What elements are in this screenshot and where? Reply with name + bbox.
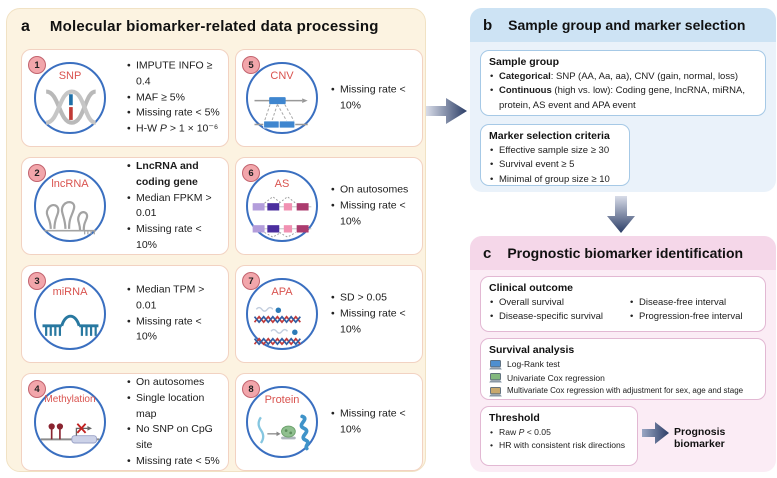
- panel-b-letter: b: [483, 17, 493, 34]
- step-number-badge: 8: [242, 380, 260, 398]
- protein-structure-icon: Protein: [246, 386, 318, 458]
- dna-double-helix-icon: SNP: [34, 62, 106, 134]
- panel-c-title: Prognostic biomarker identification: [507, 245, 744, 261]
- arrow-down-b-to-c: [606, 196, 636, 239]
- apa-transcript-icon: APA: [246, 278, 318, 350]
- criteria-list: Median TPM > 0.01 Missing rate < 10%: [126, 283, 225, 346]
- clinical-outcome-col1: Overall survival Disease-specific surviv…: [489, 296, 629, 325]
- criteria-list: On autosomes Single location map No SNP …: [126, 375, 225, 470]
- panel-c-header-band: c Prognostic biomarker identification: [470, 236, 776, 270]
- prognosis-biomarker-label: Prognosis biomarker: [674, 426, 726, 450]
- card-methylation: 4 Methylation On autosomes Single loca: [21, 373, 229, 471]
- arrow-right-to-result: [642, 420, 670, 451]
- marker-criteria-title: Marker selection criteria: [489, 130, 610, 142]
- mirna-hairpin-icon: miRNA: [34, 278, 106, 350]
- step-number-badge: 1: [28, 56, 46, 74]
- threshold-list: Raw P < 0.05 HR with consistent risk dir…: [489, 426, 631, 452]
- marker-selection-criteria-box: Marker selection criteria Effective samp…: [480, 124, 630, 187]
- survival-analysis-list: Log-Rank test Univariate Cox regression …: [489, 358, 759, 398]
- card-mirna: 3 miRNA Median TPM > 0.01 Missing rate <…: [21, 265, 229, 363]
- step-number-badge: 4: [28, 380, 46, 398]
- clinical-outcome-title: Clinical outcome: [489, 282, 574, 294]
- card-apa: 7 APA SD > 0.05 Missing rate < 10%: [235, 265, 423, 363]
- card-cnv: 5 CNV: [235, 49, 423, 147]
- methylation-lollipop-icon: Methylation: [34, 386, 106, 458]
- sample-group-box: Sample group Categorical: SNP (AA, Aa, a…: [480, 50, 766, 116]
- sample-group-list: Categorical: SNP (AA, Aa, aa), CNV (gain…: [489, 70, 759, 113]
- card-alternative-splicing: 6 AS: [235, 157, 423, 255]
- arrow-right-a-to-b: [426, 95, 468, 132]
- criteria-list: LncRNA and coding gene Median FPKM > 0.0…: [126, 159, 225, 254]
- step-number-badge: 5: [242, 56, 260, 74]
- criteria-list: Missing rate < 10%: [330, 406, 420, 438]
- step-number-badge: 3: [28, 272, 46, 290]
- survival-analysis-box: Survival analysis Log-Rank test Univaria…: [480, 338, 766, 400]
- criteria-list: SD > 0.05 Missing rate < 10%: [330, 290, 420, 337]
- panel-b-header-band: b Sample group and marker selection: [470, 8, 776, 42]
- panel-b-sample-marker-selection: b Sample group and marker selection Samp…: [470, 8, 776, 192]
- alternative-splicing-icon: AS: [246, 170, 318, 242]
- laptop-icon: [489, 386, 502, 397]
- clinical-outcome-col2: Disease-free interval Progression-free i…: [629, 296, 759, 325]
- panel-a-letter: a: [21, 18, 30, 35]
- threshold-box: Threshold Raw P < 0.05 HR with consisten…: [480, 406, 638, 466]
- threshold-title: Threshold: [489, 412, 540, 424]
- marker-criteria-list: Effective sample size ≥ 30 Survival even…: [489, 144, 623, 187]
- sample-group-title: Sample group: [489, 56, 560, 68]
- rna-hairpin-icon: lncRNA: [34, 170, 106, 242]
- criteria-list: Missing rate < 10%: [330, 82, 420, 114]
- card-snp: 1 SNP IMPUTE INFO ≥ 0.4 MAF ≥ 5% Missing…: [21, 49, 229, 147]
- criteria-list: IMPUTE INFO ≥ 0.4 MAF ≥ 5% Missing rate …: [126, 59, 225, 138]
- panel-b-title: Sample group and marker selection: [508, 17, 746, 33]
- panel-c-letter: c: [483, 245, 492, 262]
- laptop-icon: [489, 359, 502, 370]
- panel-c-prognostic-identification: c Prognostic biomarker identification Cl…: [470, 236, 776, 472]
- card-protein: 8 Protein Missing rate < 10%: [235, 373, 423, 471]
- step-number-badge: 6: [242, 164, 260, 182]
- cnv-duplication-icon: CNV: [246, 62, 318, 134]
- card-lncrna: 2 lncRNA LncRNA and coding gene Median F…: [21, 157, 229, 255]
- survival-analysis-title: Survival analysis: [489, 344, 575, 356]
- panel-a-data-processing: a Molecular biomarker-related data proce…: [6, 8, 426, 472]
- step-number-badge: 7: [242, 272, 260, 290]
- step-number-badge: 2: [28, 164, 46, 182]
- panel-a-header: a Molecular biomarker-related data proce…: [21, 18, 379, 36]
- laptop-icon: [489, 373, 502, 383]
- panel-a-title: Molecular biomarker-related data process…: [49, 18, 379, 35]
- criteria-list: On autosomes Missing rate < 10%: [330, 182, 420, 229]
- clinical-outcome-box: Clinical outcome Overall survival Diseas…: [480, 276, 766, 332]
